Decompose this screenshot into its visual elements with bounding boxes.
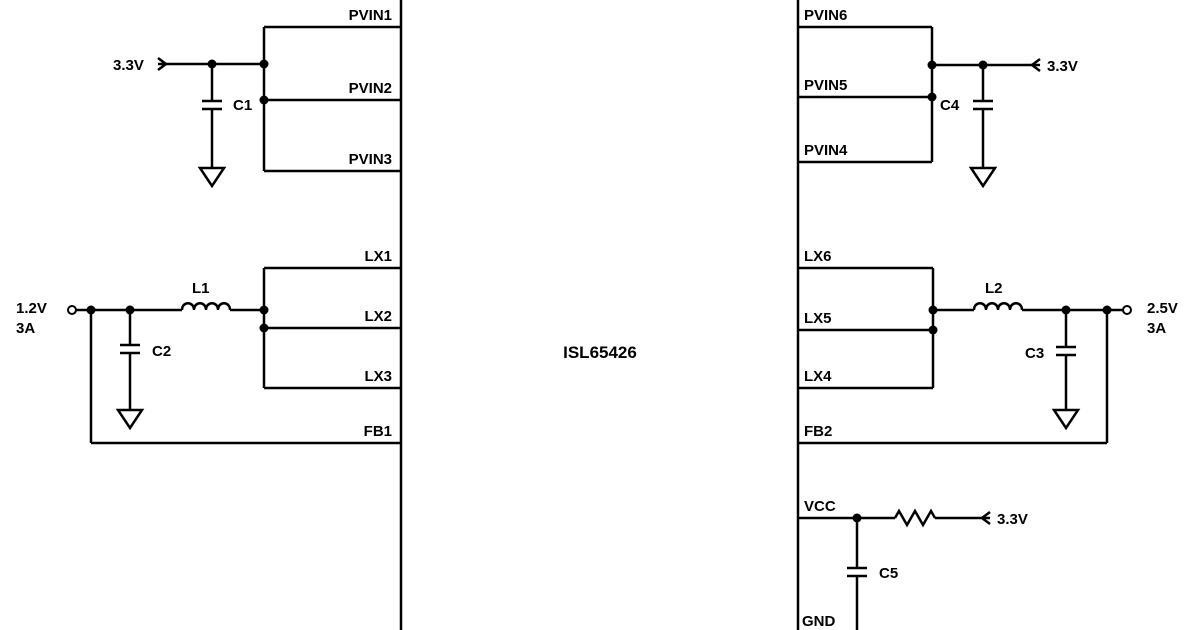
- output1-voltage: 1.2V: [16, 300, 47, 317]
- ground-symbol-c2: [115, 408, 145, 431]
- junction-dot: [927, 60, 937, 70]
- pin-label-lx2: LX2: [364, 308, 392, 325]
- pin-label-gnd: GND: [802, 613, 836, 630]
- right-lx-group: [798, 266, 1132, 445]
- c1-label: C1: [233, 97, 252, 114]
- junction-dot: [259, 59, 269, 69]
- junction-dot: [259, 95, 269, 105]
- pin-label-lx4: LX4: [804, 368, 832, 385]
- right-input-arrow: [1029, 58, 1041, 72]
- left-lx-group: [67, 266, 401, 445]
- l1-label: L1: [192, 280, 210, 297]
- output1-current: 3A: [16, 320, 35, 337]
- pin-label-lx1: LX1: [364, 248, 392, 265]
- right-pvin-group: [798, 25, 1041, 189]
- output2-voltage: 2.5V: [1147, 300, 1178, 317]
- pin-label-fb1: FB1: [364, 423, 392, 440]
- l1-inductor: [180, 302, 232, 311]
- pin-label-lx5: LX5: [804, 310, 832, 327]
- left-pvin-group: [157, 25, 401, 189]
- pin-label-lx6: LX6: [804, 248, 832, 265]
- left-input-voltage: 3.3V: [113, 57, 144, 74]
- chip-name: ISL65426: [563, 343, 637, 362]
- pin-label-fb2: FB2: [804, 423, 832, 440]
- pin-label-pvin4: PVIN4: [804, 142, 848, 159]
- c4-label: C4: [940, 97, 960, 114]
- pin-label-pvin6: PVIN6: [804, 7, 847, 24]
- pin-label-lx3: LX3: [364, 368, 392, 385]
- c3-label: C3: [1025, 345, 1044, 362]
- c5-label: C5: [879, 565, 898, 582]
- output2-terminal: [1122, 305, 1132, 315]
- pin-label-pvin2: PVIN2: [349, 80, 392, 97]
- pin-label-vcc: VCC: [804, 498, 836, 515]
- l2-inductor: [972, 302, 1024, 311]
- vcc-group: [798, 508, 991, 630]
- junction-dot: [927, 92, 937, 102]
- left-input-arrow: [157, 57, 169, 71]
- junction-dot: [928, 325, 938, 335]
- vcc-input-arrow: [979, 511, 991, 525]
- pin-label-pvin1: PVIN1: [349, 7, 392, 24]
- vcc-resistor: [893, 508, 937, 528]
- output2-current: 3A: [1147, 320, 1166, 337]
- pin-label-pvin5: PVIN5: [804, 77, 847, 94]
- c2-label: C2: [152, 343, 171, 360]
- ground-symbol-c4: [968, 166, 998, 189]
- pin-label-pvin3: PVIN3: [349, 151, 392, 168]
- output1-terminal: [67, 305, 77, 315]
- right-input-voltage: 3.3V: [1047, 58, 1078, 75]
- ground-symbol-c1: [197, 166, 227, 189]
- vcc-input-voltage: 3.3V: [997, 511, 1028, 528]
- junction-dot: [259, 323, 269, 333]
- ground-symbol-c3: [1051, 408, 1081, 431]
- l2-label: L2: [985, 280, 1003, 297]
